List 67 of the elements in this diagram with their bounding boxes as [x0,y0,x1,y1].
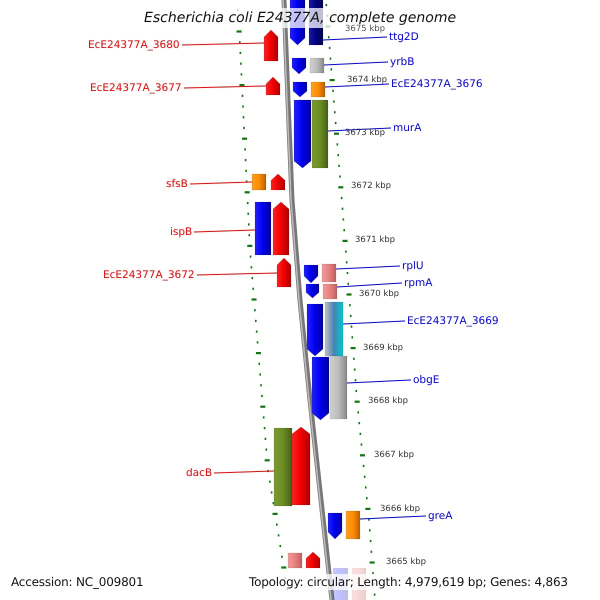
gene-label: ispB [170,226,192,238]
gene-label: EcE24377A_3676 [391,78,483,90]
gene-block [252,174,266,190]
gene-shape [270,174,286,190]
position-label: 3673 kbp [345,128,386,138]
leader-line [182,42,264,46]
gene-block [322,284,338,300]
position-label: 3668 kbp [368,396,408,406]
leader-line [322,36,388,40]
gene-label: obgE [413,374,440,386]
gene-label: ttg2D [389,31,419,43]
position-label: 3675 kbp [345,24,386,34]
gene-block [274,428,292,506]
gene-shape [328,512,342,540]
leader-line [360,516,426,520]
gene-label: EcE24377A_3669 [407,315,499,327]
gene-label: EcE24377A_3680 [88,39,180,51]
position-label: 3666 kbp [380,504,420,514]
position-label: 3671 kbp [355,235,396,245]
position-label: 3674 kbp [347,75,388,85]
position-label: 3665 kbp [386,557,426,567]
gene-block [322,264,336,282]
gene-shape [312,356,330,420]
gene-block [254,202,272,256]
gene-label: dacB [186,467,212,479]
leader-line [194,230,256,232]
position-label: 3672 kbp [351,181,392,191]
leader-line [214,470,274,474]
gene-label: yrbB [390,56,414,68]
leader-line [190,182,252,184]
gene-block [324,302,344,356]
gene-block [330,356,348,420]
leader-line [324,84,390,88]
leader-line [336,266,400,270]
gene-label: greA [428,510,452,522]
leader-line [346,380,412,384]
gene-label: murA [393,122,422,134]
gene-shape [292,426,310,506]
position-label: 3670 kbp [359,289,400,299]
gene-label: rplU [402,260,424,272]
leader-line [184,86,266,88]
leader-line [196,272,278,276]
leader-line [324,62,388,66]
position-label: 3667 kbp [374,450,414,460]
gene-label: EcE24377A_3672 [103,269,195,281]
gene-label: rpmA [404,277,432,289]
position-label: 3669 kbp [363,343,404,353]
gene-shape [306,304,324,356]
gene-block [310,58,324,74]
gene-block [346,510,360,540]
gene-shape [276,258,292,288]
gene-shape [264,30,278,62]
gene-block [288,552,302,568]
leader-line [342,320,406,324]
leader-line [336,282,402,288]
gene-label: sfsB [166,178,188,190]
gene-shape [292,82,308,98]
gene-block [312,100,328,168]
gene-shape [292,58,306,74]
gene-shape [266,76,280,96]
gene-label: EcE24377A_3677 [90,82,182,94]
gene-shape [304,264,318,284]
gene-shape [294,100,312,168]
gene-shape [306,552,320,568]
gene-block [310,82,326,98]
gene-shape [272,202,290,256]
gene-shape [306,284,320,298]
